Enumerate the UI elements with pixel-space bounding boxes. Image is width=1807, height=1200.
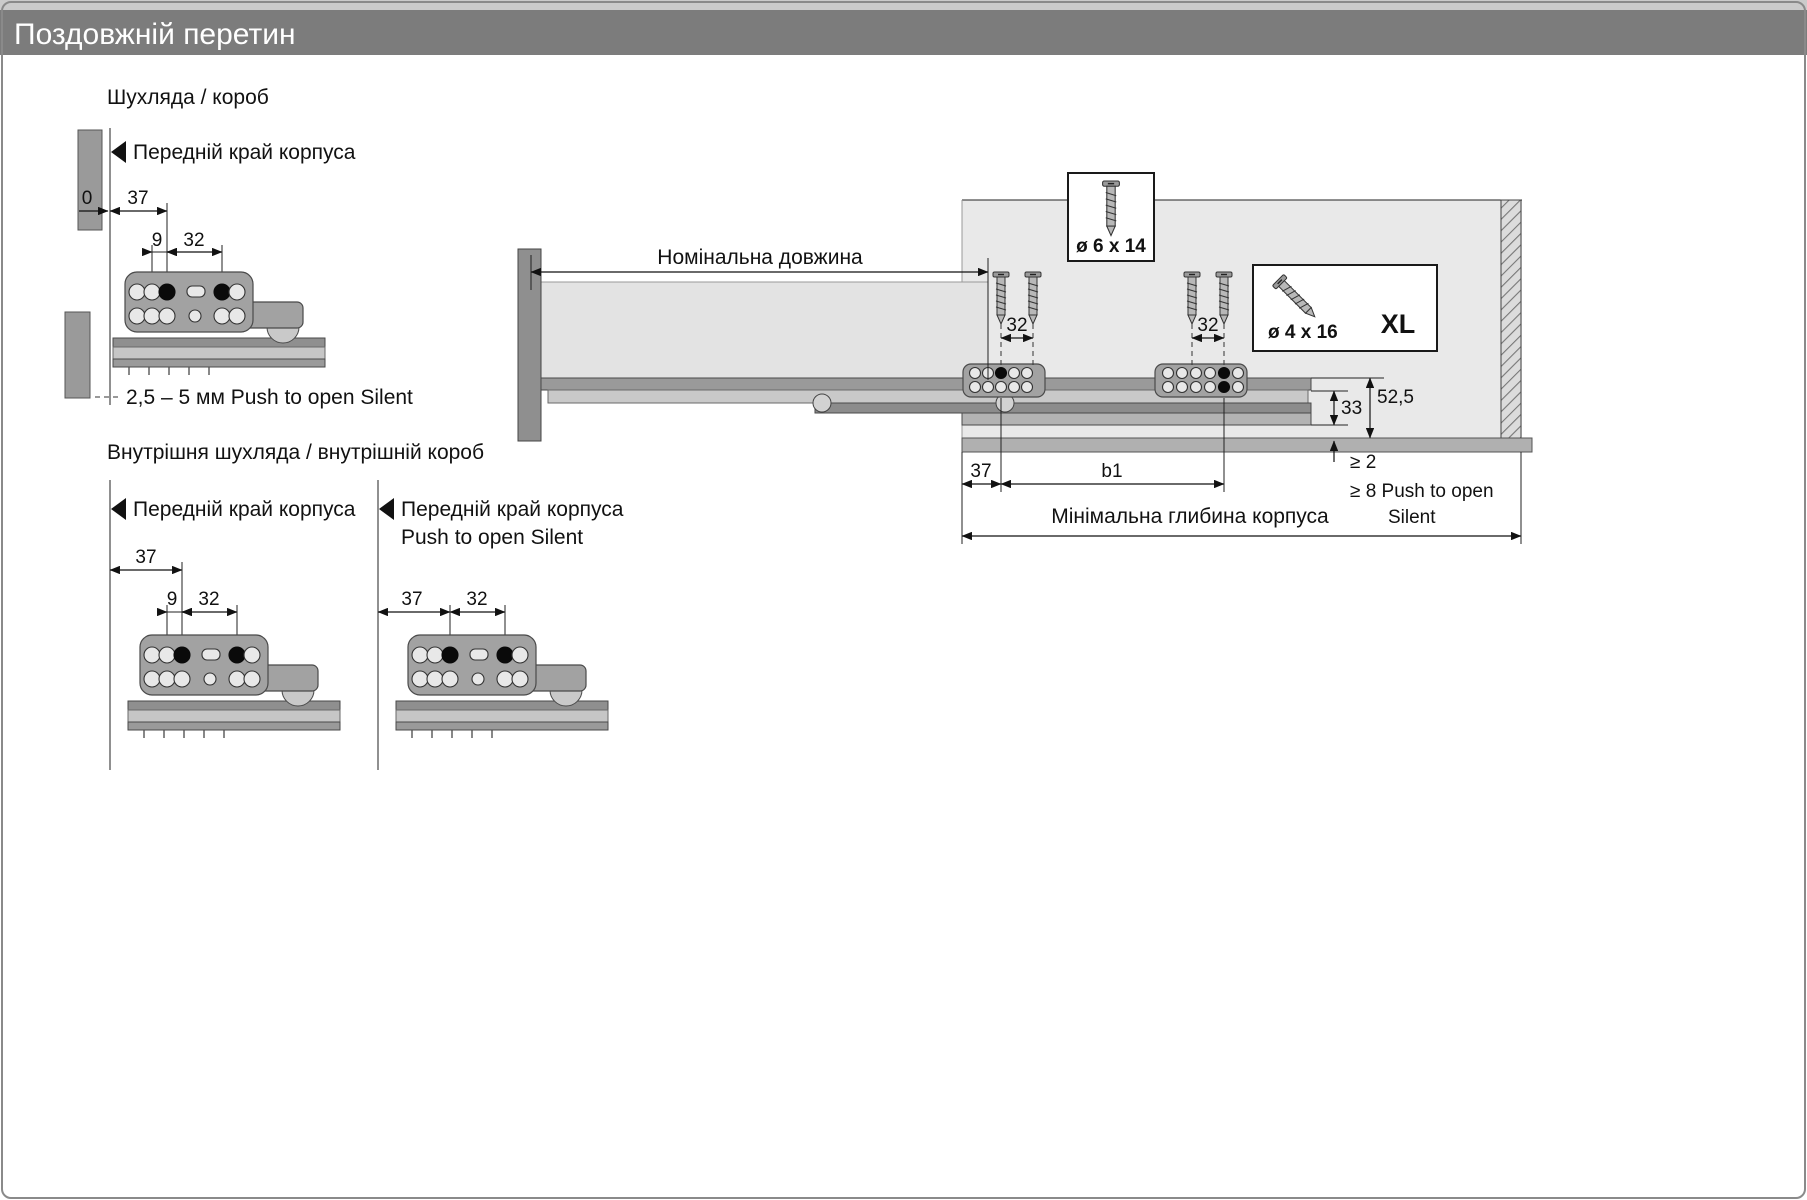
inner-drawer-diagram-left: Передній край корпуса 37 9 32 <box>109 480 356 770</box>
lower-front-panel <box>64 311 91 399</box>
d3-dim-37-label: 37 <box>401 589 422 610</box>
cs-silent-label: Silent <box>1388 507 1436 528</box>
d1-dim-9-label: 9 <box>152 230 163 251</box>
slide-unit-1 <box>112 271 326 376</box>
cs-dim-52-5-label: 52,5 <box>1377 387 1414 408</box>
page-title: Поздовжній перетин <box>14 18 296 51</box>
cabinet-front-edge-panel <box>77 129 103 231</box>
header-title-bar <box>0 10 1807 55</box>
cs-dim-32-right-label: 32 <box>1197 315 1218 336</box>
rail-assembly <box>540 377 1312 426</box>
d1-dim-0-label: 0 <box>82 188 93 209</box>
roller-icon <box>812 393 832 413</box>
d2-dim-9-label: 9 <box>167 589 178 610</box>
cs-ge2-label: ≥ 2 <box>1350 452 1376 473</box>
screw2-size-label: ø 4 x 16 <box>1268 322 1338 343</box>
screw-box-2: ø 4 x 16 XL <box>1252 264 1438 352</box>
front-edge-arrow-icon <box>111 141 126 163</box>
cs-dim-37-label: 37 <box>970 461 991 482</box>
screw2-xl-label: XL <box>1381 309 1416 339</box>
front-edge-label-3a: Передній край корпуса <box>401 498 624 521</box>
d1-dim-37-label: 37 <box>127 188 148 209</box>
mounting-bracket-2 <box>1154 363 1248 398</box>
screw1-size-label: ø 6 x 14 <box>1076 236 1146 257</box>
header-top-strip <box>0 0 1807 10</box>
cabinet-bottom-panel <box>961 437 1533 453</box>
d3-dim-32-label: 32 <box>466 589 487 610</box>
nominal-length-label: Номінальна довжина <box>657 246 863 269</box>
mounting-bracket-1 <box>962 363 1046 398</box>
inner-drawer-box-title: Внутрішня шухляда / внутрішній короб <box>107 441 484 464</box>
d2-dim-37-label: 37 <box>135 547 156 568</box>
min-depth-label: Мінімальна глибина корпуса <box>1051 505 1329 528</box>
drawer-side-panel <box>540 281 989 379</box>
front-edge-label-1: Передній край корпуса <box>133 141 356 164</box>
slide-unit-3 <box>395 634 609 739</box>
d1-dim-32-label: 32 <box>183 230 204 251</box>
drawer-front-panel <box>517 248 542 442</box>
cabinet-back-panel <box>1500 199 1522 439</box>
drawer-box-diagram: Шухляда / короб Передній край корпуса 0 … <box>64 86 413 409</box>
cs-dim-33-label: 33 <box>1341 398 1362 419</box>
front-edge-label-2: Передній край корпуса <box>133 498 356 521</box>
inner-drawer-diagram-right: Передній край корпуса Push to open Silen… <box>377 480 624 770</box>
front-edge-label-3b: Push to open Silent <box>401 526 583 549</box>
cs-ge8-label: ≥ 8 Push to open <box>1350 481 1494 502</box>
cs-dim-32-left-label: 32 <box>1006 315 1027 336</box>
screw-box-1: ø 6 x 14 <box>1067 172 1155 262</box>
slide-unit-2 <box>127 634 341 739</box>
front-edge-arrow-icon-2 <box>111 498 126 520</box>
d2-dim-32-label: 32 <box>198 589 219 610</box>
cs-dim-b1-label: b1 <box>1101 461 1122 482</box>
front-edge-arrow-icon-3 <box>379 498 394 520</box>
drawer-box-title: Шухляда / короб <box>107 86 269 109</box>
header: Поздовжній перетин <box>0 0 1807 55</box>
gap-note: 2,5 – 5 мм Push to open Silent <box>126 386 413 409</box>
cross-section: 32 32 Номінальна довжина ø 6 x 14 ø 4 x … <box>517 172 1533 544</box>
